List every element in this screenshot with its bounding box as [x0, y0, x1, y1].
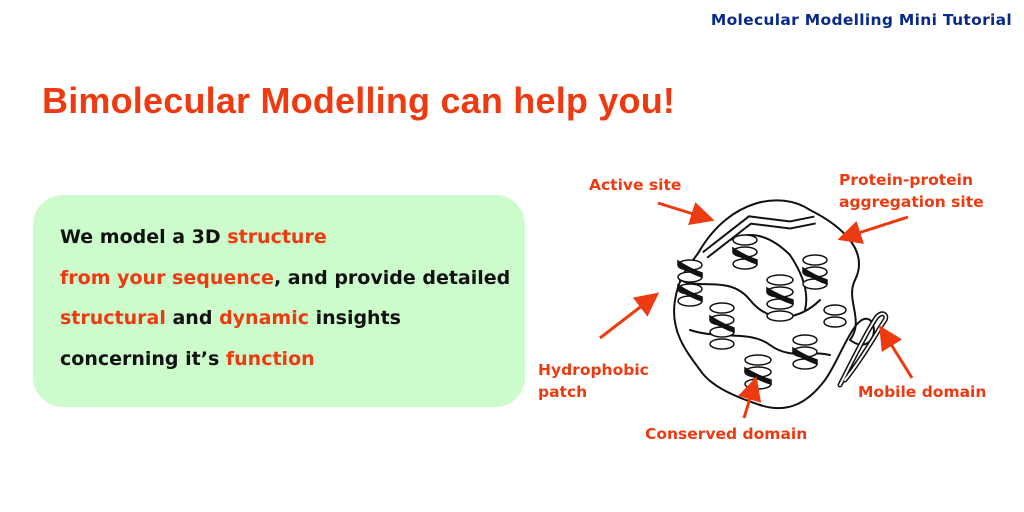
label-mobile-domain: Mobile domain: [858, 383, 987, 401]
highlight-sequence: from your sequence: [60, 266, 274, 289]
info-text-part: , and provide detailed: [273, 266, 511, 289]
page-title: Bimolecular Modelling can help you!: [42, 80, 676, 121]
header-tag: Molecular Modelling Mini Tutorial: [710, 11, 1012, 29]
highlight-function: function: [225, 347, 315, 370]
info-text-part: insights concerning it’s: [60, 307, 401, 370]
highlight-structure: structure: [227, 226, 327, 248]
label-ppi-site: Protein-protein aggregation site: [839, 169, 984, 213]
info-box: We model a 3D structure from your sequenc…: [33, 195, 525, 407]
info-text: We model a 3D structure from your sequenc…: [60, 217, 520, 379]
info-text-part: We model a 3D: [60, 226, 228, 248]
label-ppi-line2: aggregation site: [839, 193, 984, 211]
highlight-dynamic: dynamic: [219, 307, 309, 329]
label-conserved-domain: Conserved domain: [645, 425, 808, 443]
label-active-site: Active site: [589, 176, 682, 194]
label-hydrophobic-line2: patch: [538, 383, 588, 401]
label-hydrophobic-line1: Hydrophobic: [538, 361, 649, 379]
protein-structure-image: [673, 199, 889, 410]
label-hydrophobic-patch: Hydrophobic patch: [538, 359, 649, 403]
info-text-part: and: [165, 307, 220, 329]
label-ppi-line1: Protein-protein: [839, 171, 974, 189]
highlight-structural: structural: [60, 307, 166, 329]
